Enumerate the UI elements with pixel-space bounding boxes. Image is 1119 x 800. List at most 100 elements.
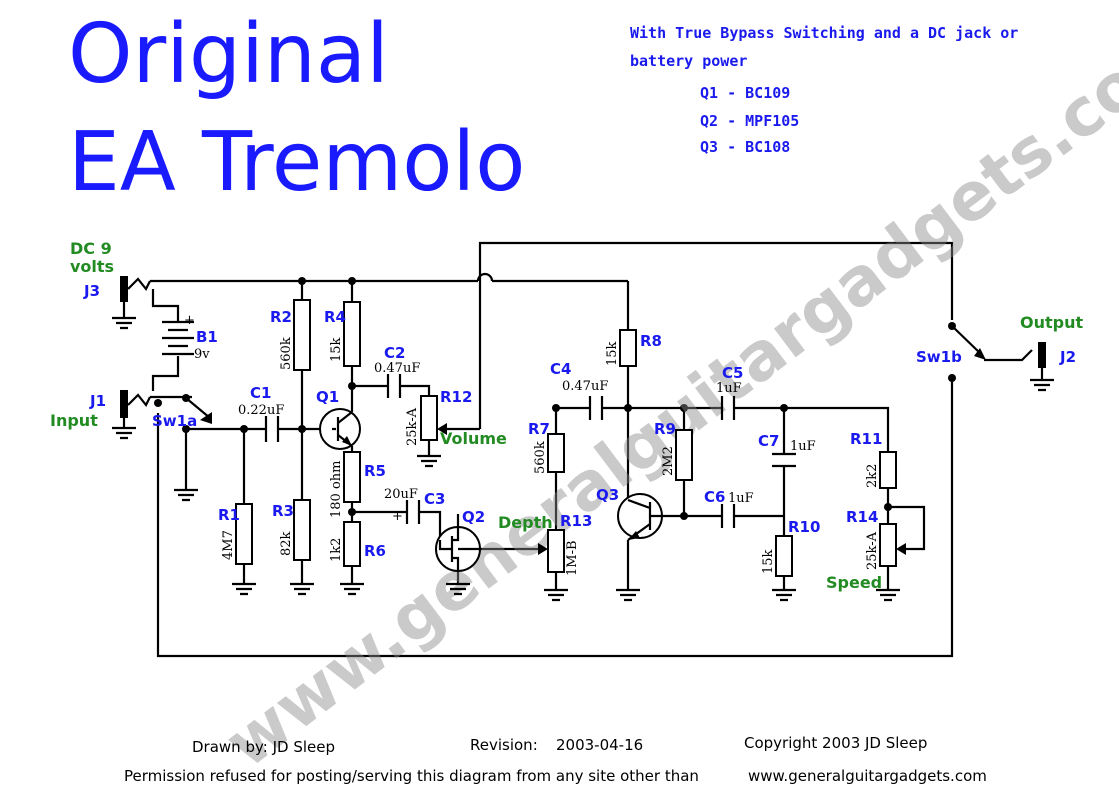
- resistor-r5: [343, 451, 361, 503]
- resistor-r11: [879, 451, 897, 489]
- volume-label: Volume: [440, 429, 507, 448]
- r5-label: R5: [364, 462, 386, 480]
- dc-label-line-2: volts: [70, 257, 114, 276]
- r10-label: R10: [788, 518, 820, 536]
- q3-label: Q3: [596, 486, 619, 504]
- r5-value: 180 ohm: [329, 461, 344, 518]
- title-line-1: Original: [68, 7, 389, 102]
- switch-sw1a: [150, 394, 212, 424]
- wiring: [150, 241, 1044, 658]
- r14-value: 25k-A: [865, 531, 880, 570]
- output-jack-j2: [1030, 342, 1054, 392]
- resistor-r2: [293, 299, 311, 371]
- battery-b1: [162, 320, 194, 356]
- r12-label: R12: [440, 388, 472, 406]
- resistor-r4: [343, 301, 361, 367]
- r1-value: 4M7: [221, 530, 236, 560]
- capacitor-c3: [405, 500, 421, 524]
- r13-value: 1M-B: [565, 540, 580, 576]
- c3-plus: +: [392, 509, 403, 524]
- c1-value: 0.22uF: [238, 403, 284, 418]
- ground-symbol: [616, 588, 640, 602]
- input-label: Input: [50, 411, 98, 430]
- ground-symbol: [772, 588, 796, 602]
- capacitor-c7: [772, 452, 796, 468]
- potentiometer-r12: [420, 395, 438, 441]
- q3-note: Q3 - BC108: [700, 138, 790, 156]
- resistor-r7: [547, 433, 565, 473]
- c2-value: 0.47uF: [374, 361, 420, 376]
- capacitor-c4: [588, 396, 604, 420]
- ground-symbol: [544, 588, 568, 602]
- c6-label: C6: [704, 488, 725, 506]
- r9-label: R9: [654, 420, 676, 438]
- c1-label: C1: [250, 384, 271, 402]
- c3-label: C3: [424, 490, 445, 508]
- q2-label: Q2: [462, 508, 485, 526]
- c7-value: 1uF: [790, 439, 816, 454]
- q2-note: Q2 - MPF105: [700, 112, 799, 130]
- resistor-r1: [235, 503, 253, 565]
- r3-label: R3: [272, 502, 294, 520]
- transistor-q3: [617, 493, 663, 541]
- permission-text: Permission refused for posting/serving t…: [124, 767, 699, 785]
- r11-label: R11: [850, 430, 882, 448]
- ground-symbol: [290, 582, 314, 596]
- output-label: Output: [1020, 313, 1083, 332]
- r3-value: 82k: [279, 531, 294, 556]
- ground-symbol: [340, 582, 364, 596]
- dc-label-line-1: DC 9: [70, 239, 112, 258]
- c3-value: 20uF: [384, 487, 418, 502]
- copyright: Copyright 2003 JD Sleep: [744, 734, 927, 752]
- c7-label: C7: [758, 432, 779, 450]
- capacitor-c1: [264, 416, 280, 442]
- resistor-r8: [619, 329, 637, 367]
- capacitor-c5: [720, 396, 736, 420]
- c4-value: 0.47uF: [562, 379, 608, 394]
- r7-value: 560k: [533, 441, 548, 474]
- r4-value: 15k: [329, 337, 344, 362]
- jack-j3-label: J3: [83, 282, 100, 300]
- c6-value: 1uF: [728, 491, 754, 506]
- q1-note: Q1 - BC109: [700, 84, 790, 102]
- drawn-by: Drawn by: JD Sleep: [192, 738, 335, 756]
- battery-plus: +: [184, 313, 195, 328]
- r4-label: R4: [324, 308, 346, 326]
- ground-symbol: [232, 582, 256, 596]
- r14-label: R14: [846, 508, 878, 526]
- r2-value: 560k: [279, 337, 294, 370]
- bypass-note-line-2: battery power: [630, 52, 747, 70]
- r12-value: 25k-A: [405, 407, 420, 446]
- depth-label: Depth: [498, 513, 553, 532]
- ground-symbol: [174, 488, 198, 502]
- site-url: www.generalguitargadgets.com: [748, 767, 987, 785]
- r8-label: R8: [640, 332, 662, 350]
- dc-jack-j3: [120, 276, 151, 318]
- r7-label: R7: [528, 420, 550, 438]
- revision-label: Revision:: [470, 736, 538, 754]
- potentiometer-r13: [547, 529, 565, 573]
- r2-label: R2: [270, 308, 292, 326]
- r1-label: R1: [218, 506, 240, 524]
- ground-symbol: [876, 588, 900, 602]
- r6-label: R6: [364, 542, 386, 560]
- title-line-2: EA Tremolo: [68, 115, 525, 210]
- transistor-q2: [435, 526, 481, 572]
- r13-label: R13: [560, 512, 592, 530]
- c5-value: 1uF: [716, 381, 742, 396]
- transistor-q1: [319, 408, 361, 450]
- r6-value: 1k2: [329, 538, 344, 562]
- ground-symbol: [446, 582, 470, 596]
- c4-label: C4: [550, 360, 571, 378]
- q1-label: Q1: [316, 388, 339, 406]
- revision-date: 2003-04-16: [556, 736, 643, 754]
- potentiometer-r14: [879, 523, 897, 567]
- speed-label: Speed: [826, 573, 882, 592]
- switch-sw1a-label: Sw1a: [152, 412, 197, 430]
- battery-b1-label: B1: [196, 328, 218, 346]
- c5-label: C5: [722, 364, 743, 382]
- c2-label: C2: [384, 344, 405, 362]
- r9-value: 2M2: [661, 446, 676, 476]
- resistor-r10: [775, 535, 793, 577]
